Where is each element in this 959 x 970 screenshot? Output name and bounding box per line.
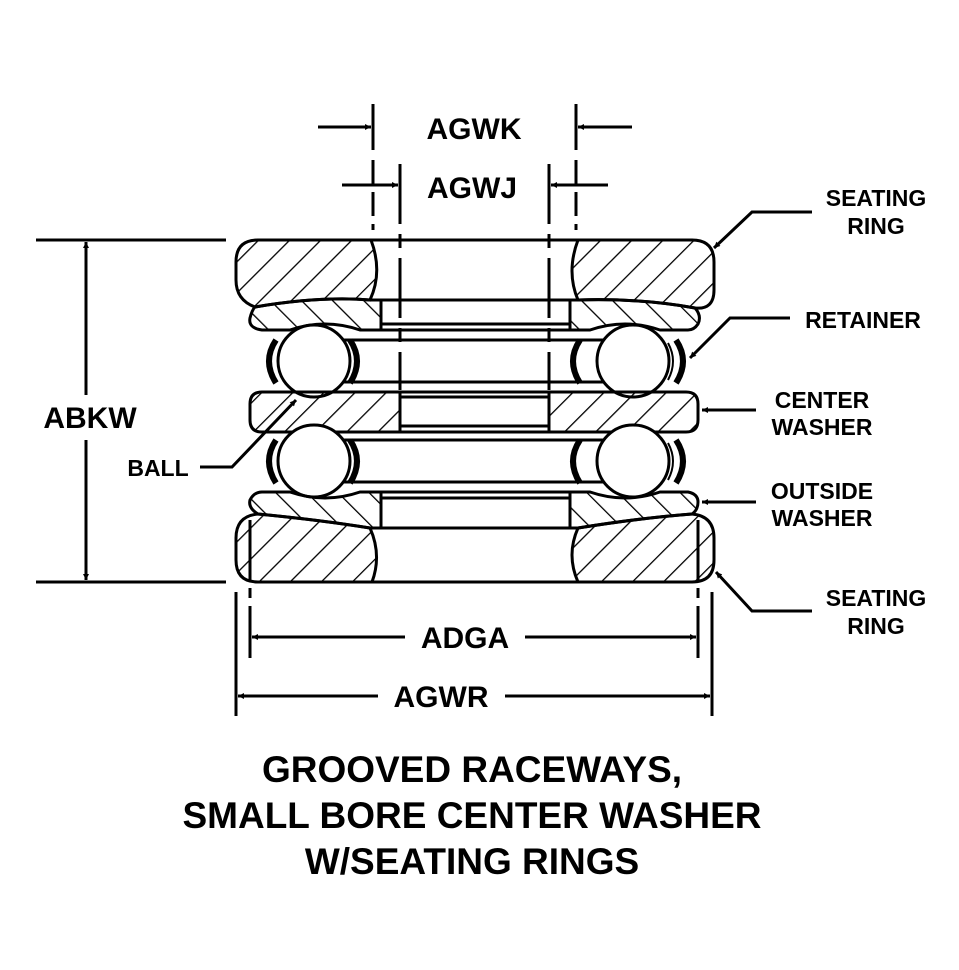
seating-ring-top	[234, 238, 716, 310]
callout-label-seating-ring-bottom-1: SEATING	[826, 585, 927, 611]
center-washer	[248, 390, 700, 434]
callout-retainer: RETAINER	[688, 307, 921, 360]
seating-ring-top-right	[570, 238, 716, 310]
callout-label-center-washer-2: WASHER	[772, 414, 873, 440]
outside-washer-bottom	[248, 490, 700, 530]
title-line-3: W/SEATING RINGS	[305, 841, 639, 882]
callout-label-outside-washer-1: OUTSIDE	[771, 478, 873, 504]
ball-bottom-left	[276, 423, 352, 499]
dimension-label-agwj: AGWJ	[427, 172, 517, 205]
bore-extension-lines	[371, 104, 578, 390]
title-line-2: SMALL BORE CENTER WASHER	[182, 795, 761, 836]
callout-outside-washer: OUTSIDE WASHER	[702, 478, 873, 531]
dimension-agwj: AGWJ	[342, 172, 608, 205]
retainer-top-right-outer	[673, 338, 686, 385]
dimension-label-agwr: AGWR	[394, 681, 489, 714]
dimension-agwr: AGWR	[234, 592, 714, 716]
callout-center-washer: CENTER WASHER	[702, 387, 873, 440]
ball-bottom-right	[595, 423, 671, 499]
retainer-top-left-outer	[266, 338, 279, 385]
outside-washer-top	[248, 297, 701, 332]
callout-seating-ring-top: SEATING RING	[712, 185, 927, 250]
callout-seating-ring-bottom: SEATING RING	[714, 570, 927, 639]
dimension-label-adga: ADGA	[421, 622, 509, 655]
seating-ring-bottom	[234, 512, 716, 584]
seating-ring-top-left	[234, 238, 379, 309]
callout-label-seating-ring-top-1: SEATING	[826, 185, 927, 211]
ball-top-right	[595, 323, 671, 399]
seating-ring-bottom-right	[570, 512, 716, 584]
callout-label-retainer: RETAINER	[805, 307, 921, 333]
dimension-adga: ADGA	[248, 520, 700, 658]
diagram-title: GROOVED RACEWAYS, SMALL BORE CENTER WASH…	[182, 749, 761, 882]
dimension-agwk: AGWK	[318, 113, 632, 146]
dimension-label-agwk: AGWK	[427, 113, 522, 146]
ball-top-left	[276, 323, 352, 399]
center-washer-right	[547, 390, 700, 434]
callout-label-outside-washer-2: WASHER	[772, 505, 873, 531]
callout-label-seating-ring-top-2: RING	[847, 213, 905, 239]
ball-row-top	[266, 323, 686, 399]
center-washer-left	[248, 390, 402, 434]
dimension-label-abkw: ABKW	[43, 402, 137, 435]
callout-label-center-washer-1: CENTER	[775, 387, 870, 413]
dimension-abkw: ABKW	[36, 238, 226, 584]
retainer-top-left-inner	[347, 338, 360, 385]
callout-label-seating-ring-bottom-2: RING	[847, 613, 905, 639]
title-line-1: GROOVED RACEWAYS,	[262, 749, 682, 790]
ball-row-bottom	[266, 423, 686, 499]
callout-label-ball: BALL	[127, 455, 188, 481]
callout-ball: BALL	[127, 398, 298, 481]
